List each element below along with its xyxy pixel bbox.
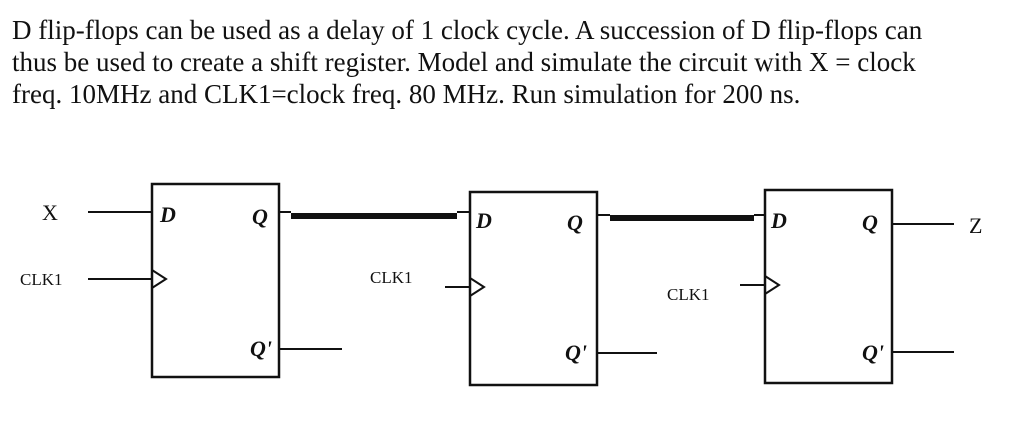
input-label-x: X [42,200,58,225]
flip-flop-1-q-pin: Q [252,204,268,229]
output-label-z: Z [969,213,982,238]
problem-line-3: freq. 10MHz and CLK1=clock freq. 80 MHz.… [12,79,801,109]
flip-flop-2: D Q Q' CLK1 [370,190,657,387]
flip-flop-3-clock-triangle [764,275,781,295]
problem-line-1: D flip-flops can be used as a delay of 1… [12,15,923,45]
problem-statement: D flip-flops can be used as a delay of 1… [12,14,1012,110]
flip-flop-2-d-pin: D [475,208,492,233]
flip-flop-3-qbar-pin: Q' [862,340,884,365]
flip-flop-1-qbar-pin: Q' [250,336,272,361]
flip-flop-2-clock-label: CLK1 [370,268,413,287]
flip-flop-1-body [150,182,281,379]
flip-flop-1-d-pin: D [159,202,176,227]
flip-flop-3: D Q Q' CLK1 [667,188,954,385]
problem-line-2: thus be used to create a shift register.… [12,47,916,77]
flip-flop-2-q-pin: Q [567,210,583,235]
flip-flop-1: D Q Q' CLK1 [20,182,342,379]
flip-flop-2-qbar-pin: Q' [565,340,587,365]
flip-flop-3-d-pin: D [770,208,787,233]
flip-flop-2-body [468,190,599,387]
flip-flop-1-clock-triangle [151,269,168,289]
flip-flop-1-clock-label: CLK1 [20,270,63,289]
flip-flop-3-clock-label: CLK1 [667,285,710,304]
flip-flop-2-clock-triangle [469,277,486,297]
flip-flop-3-body [763,188,894,385]
flip-flop-3-q-pin: Q [862,210,878,235]
